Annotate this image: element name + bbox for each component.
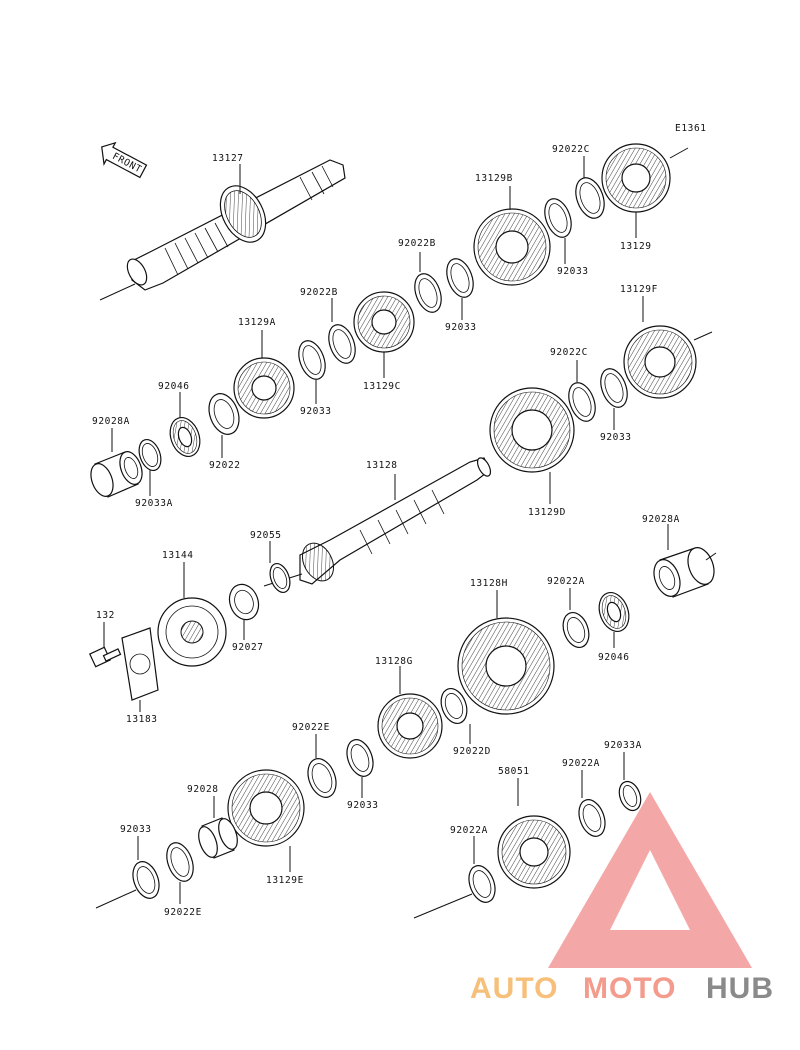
gear-13129C bbox=[353, 291, 415, 353]
drive-shaft-13128 bbox=[263, 457, 492, 587]
sprocket-13144 bbox=[157, 597, 227, 667]
gear-13129E bbox=[227, 769, 305, 847]
label-92028A-1: 92028A bbox=[92, 416, 130, 427]
gear-13129B bbox=[473, 208, 551, 286]
label-92027: 92027 bbox=[232, 642, 264, 653]
label-92022C-mid: 92022C bbox=[550, 347, 588, 358]
watermark-part2: MOTO bbox=[583, 972, 676, 1005]
label-92022C-top: 92022C bbox=[552, 144, 590, 155]
label-92033A-1: 92033A bbox=[135, 498, 173, 509]
label-13129B: 13129B bbox=[475, 173, 513, 184]
watermark-text: AUTO MOTO HUB bbox=[470, 972, 774, 1005]
label-92046-1: 92046 bbox=[158, 381, 190, 392]
label-13128G: 13128G bbox=[375, 656, 413, 667]
label-92033-d: 92033 bbox=[600, 432, 632, 443]
ring-92033A-1 bbox=[138, 438, 162, 472]
label-92033-a: 92033 bbox=[557, 266, 589, 277]
label-92022A-3: 92022A bbox=[450, 825, 488, 836]
watermark-logo-icon bbox=[548, 792, 752, 968]
label-132: 132 bbox=[96, 610, 115, 621]
ring-92033-d bbox=[600, 368, 628, 408]
watermark-part1: AUTO bbox=[470, 972, 558, 1005]
label-92046-2: 92046 bbox=[598, 652, 630, 663]
ring-92022C-top bbox=[575, 177, 605, 219]
label-13128H: 13128H bbox=[470, 578, 508, 589]
label-13144: 13144 bbox=[162, 550, 194, 561]
gear-13129 bbox=[601, 143, 671, 213]
front-arrow-icon: FRONT bbox=[101, 141, 148, 179]
collar-92027 bbox=[228, 583, 260, 621]
ring-92022B-1 bbox=[414, 273, 442, 313]
plate-13183 bbox=[121, 627, 159, 701]
label-13183: 13183 bbox=[126, 714, 158, 725]
label-92022B-2: 92022B bbox=[300, 287, 338, 298]
label-13129: 13129 bbox=[620, 241, 652, 252]
collar-92028 bbox=[198, 817, 238, 859]
label-92033A-2: 92033A bbox=[604, 740, 642, 751]
label-13129A: 13129A bbox=[238, 317, 276, 328]
output-shaft-13127 bbox=[99, 159, 346, 301]
ring-92022E-2 bbox=[166, 842, 194, 882]
ring-92022E-1 bbox=[307, 758, 337, 798]
ring-92033A-2 bbox=[618, 780, 642, 812]
bolt-132 bbox=[88, 646, 122, 668]
label-92022B-1: 92022B bbox=[398, 238, 436, 249]
ring-92033-a bbox=[544, 198, 572, 238]
ring-92022B-2 bbox=[328, 324, 356, 364]
bearing-92028A-1 bbox=[90, 451, 143, 498]
label-92022E-1: 92022E bbox=[292, 722, 330, 733]
ring-92055 bbox=[269, 562, 291, 594]
label-13129F: 13129F bbox=[620, 284, 658, 295]
label-92028A-2: 92028A bbox=[642, 514, 680, 525]
ring-92033-b bbox=[446, 258, 474, 298]
watermark-part3: HUB bbox=[706, 972, 774, 1005]
label-13128: 13128 bbox=[366, 460, 398, 471]
label-92022A-2: 92022A bbox=[562, 758, 600, 769]
ring-92022D bbox=[440, 687, 468, 725]
label-92033-c: 92033 bbox=[300, 406, 332, 417]
label-92033-b: 92033 bbox=[445, 322, 477, 333]
label-92055: 92055 bbox=[250, 530, 282, 541]
label-92022D: 92022D bbox=[453, 746, 491, 757]
label-13129C: 13129C bbox=[363, 381, 401, 392]
label-92028: 92028 bbox=[187, 784, 219, 795]
label-58051: 58051 bbox=[498, 766, 530, 777]
ring-92022A-3 bbox=[468, 865, 496, 903]
ring-92033-f bbox=[132, 861, 160, 899]
needle-bearing-92046-2 bbox=[598, 592, 630, 632]
needle-bearing-92046-1 bbox=[169, 417, 201, 457]
gear-13129F bbox=[623, 325, 697, 399]
label-92033-e: 92033 bbox=[347, 800, 379, 811]
washer-92022 bbox=[208, 393, 240, 435]
ring-92022C-mid bbox=[568, 382, 596, 422]
gear-13128G bbox=[377, 693, 443, 759]
label-92033-f: 92033 bbox=[120, 824, 152, 835]
gear-58051 bbox=[497, 815, 571, 889]
label-92022-1: 92022 bbox=[209, 460, 241, 471]
label-13129D: 13129D bbox=[528, 507, 566, 518]
label-13127: 13127 bbox=[212, 153, 244, 164]
label-92022A-1: 92022A bbox=[547, 576, 585, 587]
ring-92022A-1 bbox=[562, 611, 590, 649]
diagram-code: E1361 bbox=[675, 123, 707, 134]
label-92022E-2: 92022E bbox=[164, 907, 202, 918]
bearing-92028A-2 bbox=[653, 547, 715, 598]
gear-13128H bbox=[457, 617, 555, 715]
ring-92033-c bbox=[298, 340, 326, 380]
ring-92022A-2 bbox=[578, 799, 606, 837]
ring-92033-e bbox=[346, 739, 374, 777]
gear-13129A bbox=[233, 357, 295, 419]
gear-13129D bbox=[489, 387, 575, 473]
label-13129E: 13129E bbox=[266, 875, 304, 886]
